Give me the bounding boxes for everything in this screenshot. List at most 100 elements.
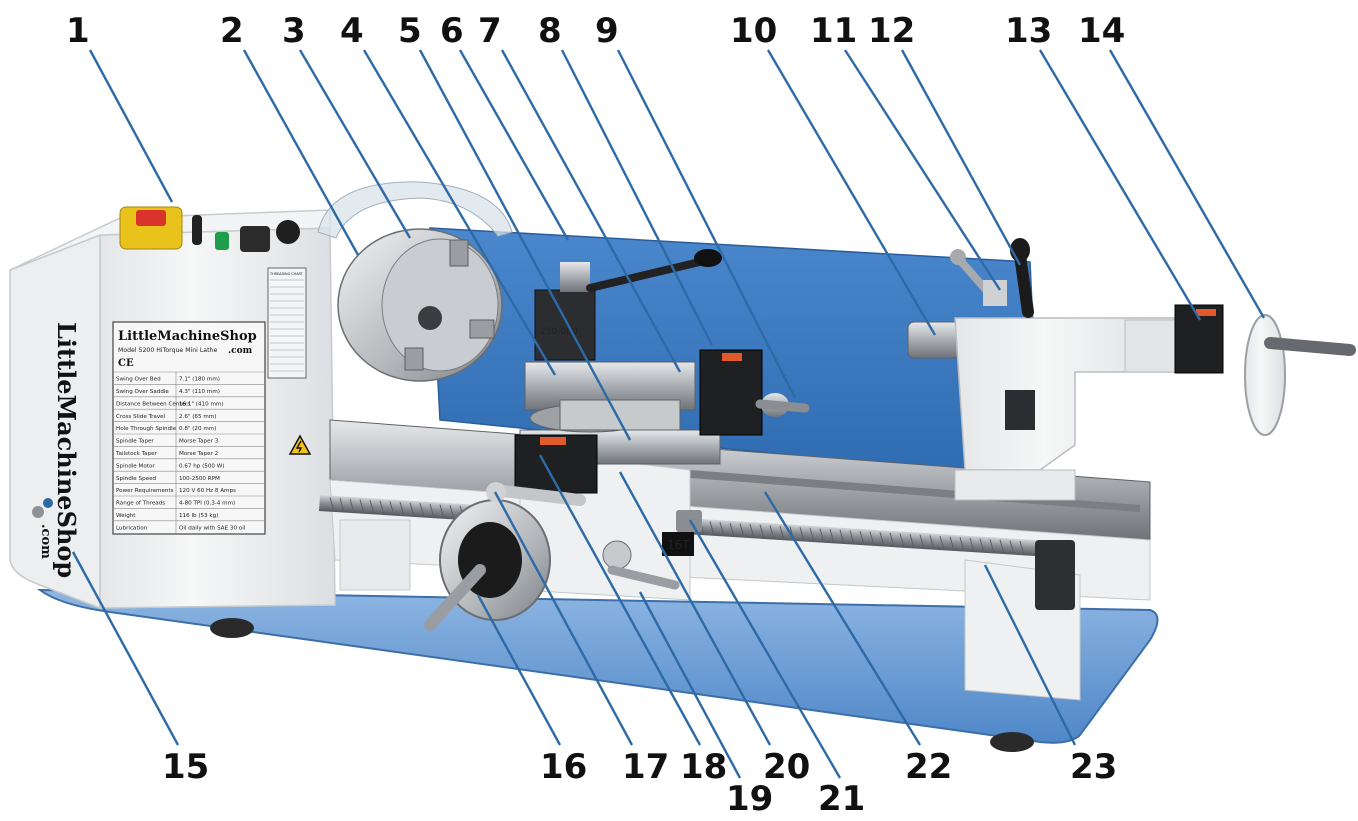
thread-mark [899,533,905,548]
thread-mark [979,538,985,553]
thread-mark [449,505,455,520]
thread-mark [399,501,405,517]
gear-logo-icon [43,498,53,508]
spec-value: 100-2500 RPM [179,476,220,482]
callout-7: 7 [478,11,682,373]
spec-value: 2.6" (65 mm) [179,414,216,420]
forward-reverse-lever[interactable] [192,215,202,245]
spec-value: 120 V 60 Hz 8 Amps [179,488,236,494]
side-brand-suffix: .com [38,524,53,559]
spec-value: 0.8" (20 mm) [179,426,216,432]
callout-19: 19 [638,591,773,817]
spec-value: 16.1" (410 mm) [179,401,224,407]
thread-mark [849,530,855,545]
thread-mark [959,537,965,552]
callout-17: 17 [493,491,669,787]
callout-number: 3 [282,11,306,51]
spec-table: Swing Over Bed 7.1" (180 mm) Swing Over Sa… [113,371,265,534]
callout-5: 5 [398,11,632,441]
callout-3: 3 [282,11,412,239]
threading-chart-title: THREADING CHART [269,272,304,276]
spec-label: Hole Through Spindle [116,426,177,432]
spec-value: Morse Taper 2 [179,451,218,457]
carriage-lock[interactable] [676,510,702,532]
rack-gear [690,470,1140,512]
spec-value: 4-80 TPI (0.3-4 mm) [179,501,235,507]
callout-2: 2 [220,11,360,256]
callout-11: 11 [810,11,1002,291]
tailstock-lock-nut[interactable] [1005,390,1035,430]
gear-tag: 16T [662,532,694,556]
spec-value: Oil daily with SAE 30 oil [179,525,246,531]
thread-mark [339,498,345,513]
spec-label: Range of Threads [116,501,165,507]
callout-number: 20 [763,747,810,787]
headstock-side [9,233,101,610]
tool-post-handle[interactable] [586,256,712,292]
callout-4: 4 [340,11,557,376]
thread-mark [719,522,725,537]
callout-23: 23 [983,564,1117,787]
spec-label: Swing Over Saddle [116,389,169,395]
cross-slide-handle[interactable] [755,399,810,413]
thread-mark [929,535,935,550]
thread-mark [769,525,775,540]
gear-tag-text: 16T [667,538,690,552]
chuck-jaw [404,347,424,371]
callout-12: 12 [868,11,1022,266]
callout-number: 1 [66,11,90,51]
callout-number: 16 [540,747,587,787]
thread-mark [799,527,805,542]
tool-post [534,289,596,361]
thread-mark [389,501,395,516]
spec-value: Morse Taper 3 [179,439,219,445]
callout-number: 9 [595,11,619,51]
spec-label: Swing Over Bed [116,377,161,383]
thread-mark [349,498,355,514]
quill-lock-lever[interactable] [950,249,1007,306]
thread-mark [1019,540,1025,556]
power-indicator [215,232,229,250]
spec-label: Spindle Taper [116,439,154,445]
callout-number: 4 [340,11,364,51]
tool-post-handle-knob[interactable] [694,249,722,267]
chuck-face [381,238,499,372]
callout-number: 15 [162,747,209,787]
chuck-guard[interactable] [317,181,513,239]
stop-button[interactable] [136,210,166,226]
tailstock-handwheel-handle[interactable] [1264,337,1356,356]
thread-mark [909,534,915,549]
tool-post-tag: 250-000 [540,327,578,337]
thread-mark [419,503,425,518]
cross-slide-dro [699,349,763,436]
plate-brand-suffix: .com [228,346,253,356]
callout-16: 16 [476,594,587,787]
thread-mark [1009,540,1015,555]
callout-number: 22 [905,747,952,787]
callout-number: 12 [868,11,915,51]
thread-mark [379,500,385,515]
callout-20: 20 [618,471,810,787]
feed-lever[interactable] [607,565,680,590]
callout-number: 13 [1005,11,1052,51]
callout-9: 9 [595,11,797,399]
tailstock-dro-display [1196,309,1216,316]
lead-screw-bracket [1035,540,1075,610]
callout-number: 19 [726,779,773,817]
side-brand-text: LittleMachineShop [52,322,81,578]
spec-value: 7.1" (180 mm) [179,377,220,383]
chuck-bore [418,306,442,330]
spec-value: 0.67 hp (500 W) [179,463,224,469]
emergency-switch[interactable] [119,206,183,250]
spec-label: Cross Slide Travel [116,414,166,420]
threading-chart: THREADING CHART [267,267,307,379]
chuck-jaw [469,319,495,339]
spec-plate: LittleMachineShop .com Model 5200 HiTorq… [112,321,266,535]
thread-mark [729,522,735,537]
thread-mark [819,528,825,543]
spec-label: Tailstock Taper [115,451,158,457]
handwheel-handle[interactable] [424,564,486,631]
speed-knob[interactable] [276,220,300,244]
callout-13: 13 [1005,11,1202,321]
